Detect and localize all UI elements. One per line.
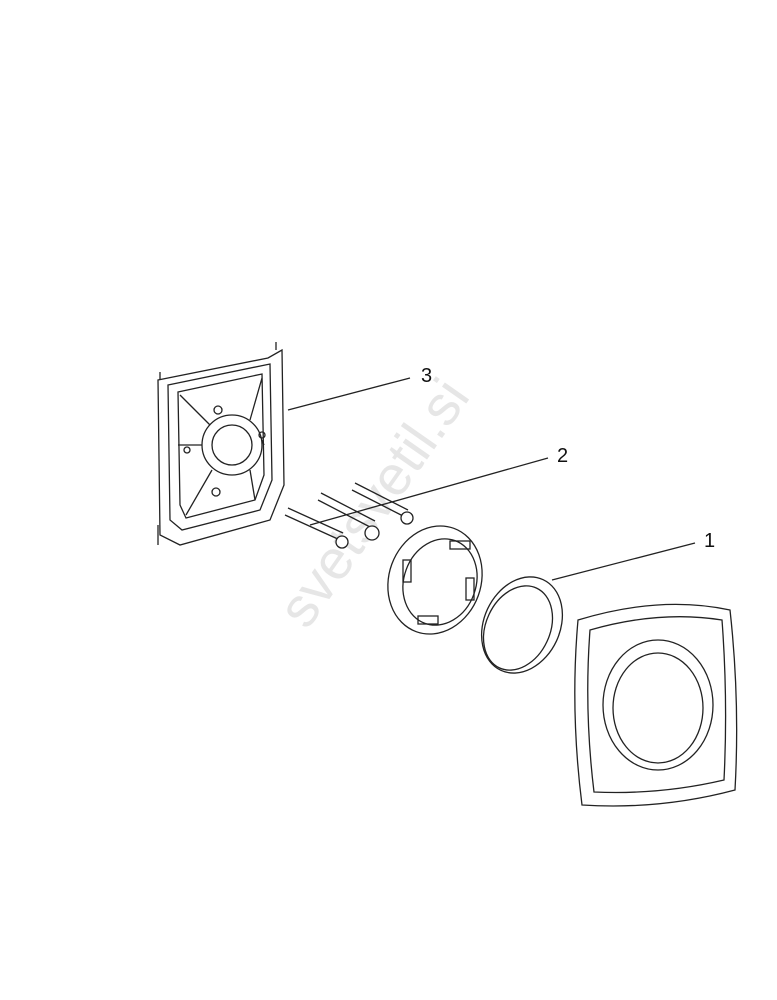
- screws: [284, 482, 414, 549]
- leader-line-3: [287, 377, 411, 411]
- callout-2: 2: [557, 445, 569, 467]
- leader-line-1: [551, 542, 696, 581]
- callout-3: 3: [421, 365, 433, 387]
- mounting-bracket: [157, 342, 285, 546]
- mounting-ring: [387, 525, 483, 635]
- cover-plate: [574, 603, 738, 807]
- trim-ring: [480, 576, 564, 674]
- leader-line-2: [309, 457, 549, 526]
- callout-1: 1: [704, 530, 716, 552]
